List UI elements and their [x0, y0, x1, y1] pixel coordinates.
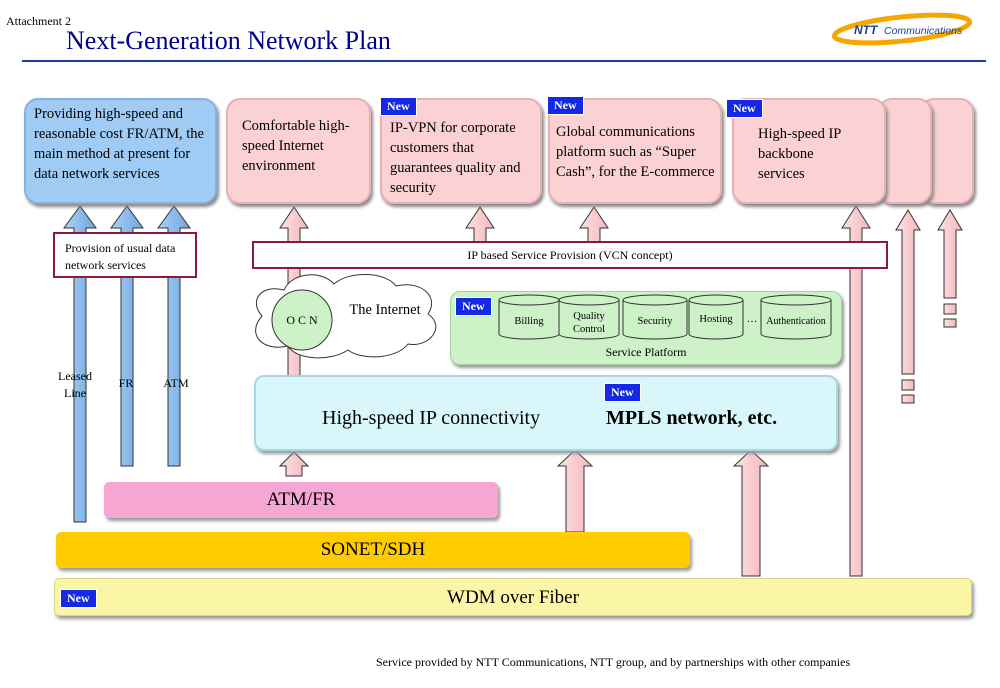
- platform-authentication: Authentication: [766, 316, 826, 327]
- card-global-text: Global communications platform such as “…: [556, 124, 715, 180]
- new-badge-mpls: New: [604, 383, 641, 402]
- provision-usual-text: Provision of usual data network services: [65, 241, 176, 272]
- new-badge-platform: New: [455, 297, 492, 316]
- platform-hosting: Hosting: [699, 314, 733, 325]
- layer-sonet-label: SONET/SDH: [320, 539, 426, 560]
- card-data-network: Providing high-speed and reasonable cost…: [24, 98, 217, 204]
- service-platform: Billing Quality Control Security Hosting…: [450, 291, 842, 365]
- provision-usual-box: Provision of usual data network services: [53, 232, 197, 278]
- new-badge-backbone: New: [726, 99, 763, 118]
- platform-quality-control: Quality Control: [572, 311, 606, 335]
- layer-atmfr: ATM/FR: [104, 482, 498, 518]
- card-ipvpn-text: IP-VPN for corporate customers that guar…: [390, 120, 521, 196]
- attachment-label: Attachment 2: [6, 14, 71, 28]
- card-backbone-text: High-speed IP backbone services: [758, 126, 841, 182]
- card-internet-text: Comfortable high-speed Internet environm…: [242, 118, 350, 174]
- ip-provision-text: IP based Service Provision (VCN concept): [467, 248, 673, 262]
- card-internet: Comfortable high-speed Internet environm…: [226, 98, 371, 204]
- arrow-label-atm: ATM: [163, 376, 189, 390]
- ocn-label: O C N: [286, 313, 318, 327]
- layer-atmfr-label: ATM/FR: [266, 489, 336, 510]
- footer-note: Service provided by NTT Communications, …: [376, 655, 851, 669]
- connectivity-bar: High-speed IP connectivity MPLS network,…: [254, 375, 838, 451]
- new-badge-global: New: [547, 96, 584, 115]
- layer-sonet: SONET/SDH: [56, 532, 690, 568]
- platform-ellipsis: …: [746, 314, 758, 325]
- new-badge-wdm: New: [60, 589, 97, 608]
- ntt-communications-logo: NTT Communications: [831, 12, 982, 46]
- arrow-label-fr: FR: [118, 376, 134, 390]
- ocn-circle: [271, 289, 333, 351]
- new-badge-ipvpn: New: [380, 97, 417, 116]
- platform-security: Security: [637, 316, 673, 327]
- layer-wdm-label: WDM over Fiber: [447, 587, 579, 608]
- layer-wdm: WDM over Fiber: [54, 578, 972, 616]
- platform-billing: Billing: [514, 316, 544, 327]
- svg-text:Communications: Communications: [884, 25, 963, 37]
- stacked-card-middle: [878, 98, 932, 204]
- card-ipvpn: IP-VPN for corporate customers that guar…: [380, 98, 542, 204]
- platform-label: Service Platform: [605, 345, 687, 359]
- ip-provision-bar: IP based Service Provision (VCN concept): [252, 241, 888, 269]
- title-rule: [22, 60, 986, 62]
- connectivity-left: High-speed IP connectivity: [322, 407, 541, 429]
- page-title: Next-Generation Network Plan: [66, 26, 391, 55]
- connectivity-right: MPLS network, etc.: [606, 407, 778, 429]
- card-global: Global communications platform such as “…: [548, 98, 722, 204]
- internet-label: The Internet: [349, 302, 421, 318]
- service-platform-cylinders: [498, 294, 832, 340]
- arrow-label-leased: Leased Line: [58, 369, 92, 400]
- card-data-network-text: Providing high-speed and reasonable cost…: [34, 106, 204, 182]
- svg-text:NTT: NTT: [854, 23, 879, 37]
